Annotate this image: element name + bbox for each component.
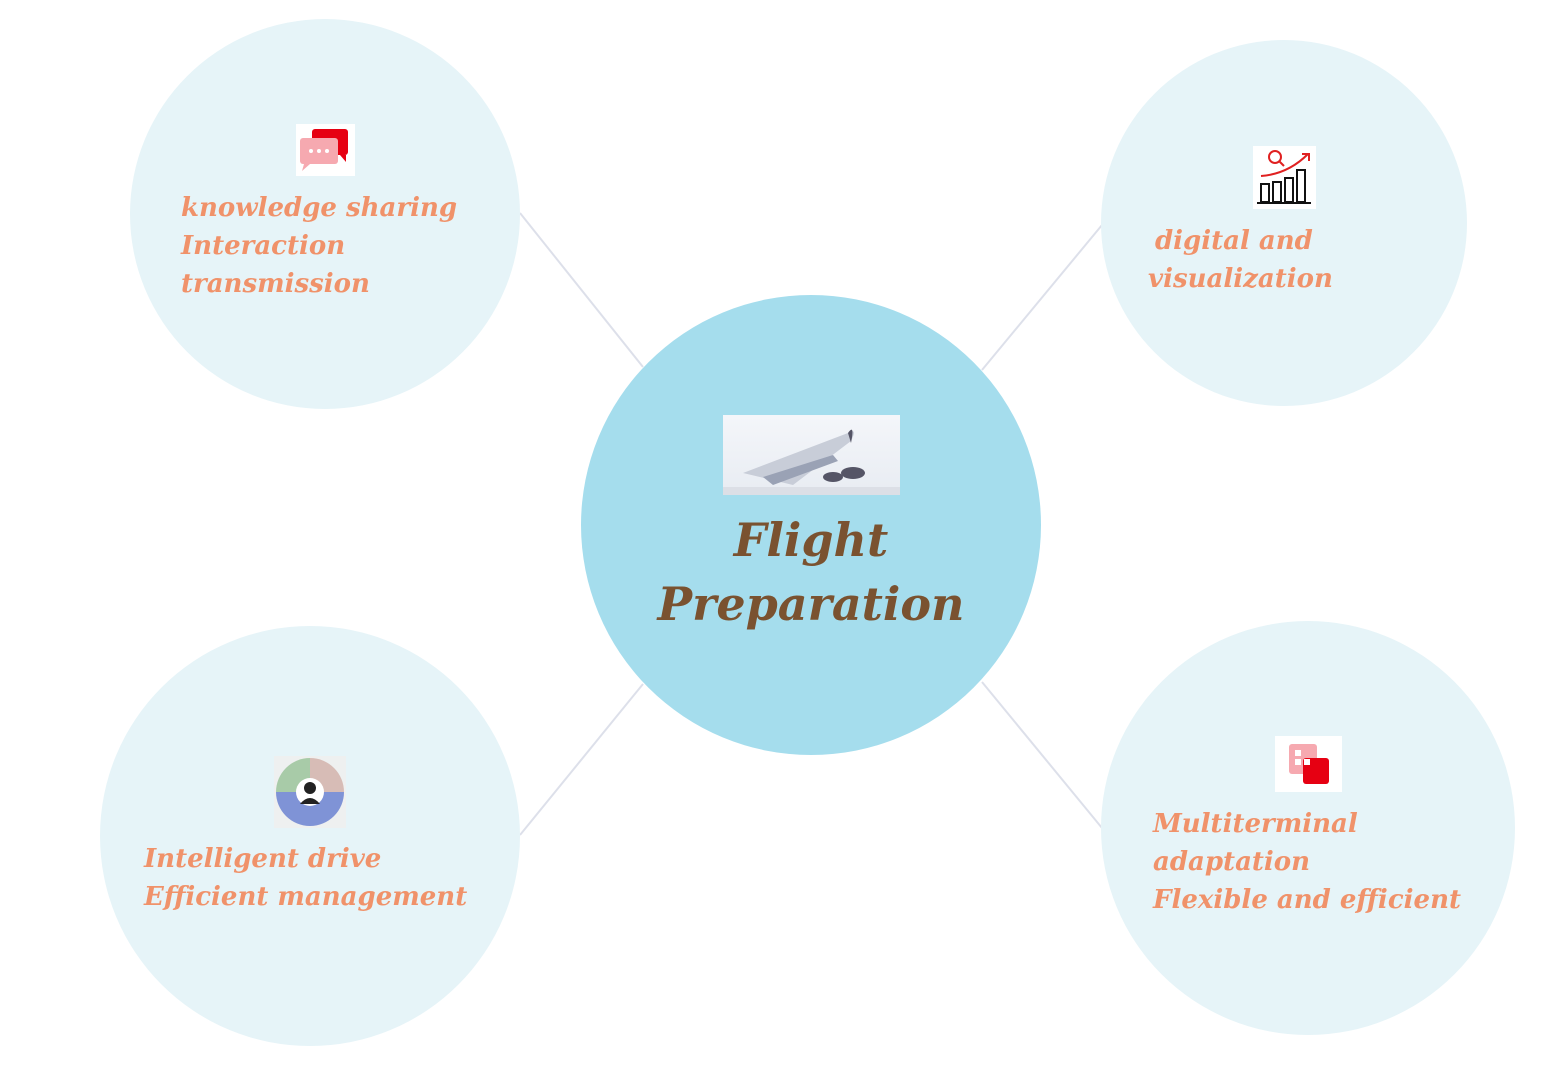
pie-wheel-icon	[274, 756, 346, 828]
node-line: transmission	[181, 269, 370, 299]
title-line: Preparation	[657, 577, 965, 631]
node-text: Multiterminal adaptation Flexible and ef…	[1153, 805, 1461, 919]
node-line: Efficient management	[144, 882, 468, 912]
node-text: digital and visualization	[1148, 222, 1333, 298]
multi-device-icon	[1275, 736, 1342, 792]
node-knowledge-sharing[interactable]	[130, 19, 520, 409]
node-digital-visualization[interactable]	[1101, 40, 1467, 406]
title-line: Flight	[733, 513, 889, 567]
link-top-left	[519, 212, 644, 368]
node-line: Intelligent drive	[144, 844, 382, 874]
node-line: adaptation	[1153, 847, 1311, 877]
node-line: Interaction	[181, 231, 346, 261]
node-line: Multiterminal	[1153, 809, 1358, 839]
node-intelligent-drive[interactable]	[100, 626, 520, 1046]
airplane-image	[723, 415, 900, 495]
node-line: digital and	[1155, 226, 1313, 256]
central-topic[interactable]	[581, 295, 1041, 755]
node-line: Flexible and efficient	[1153, 885, 1461, 915]
node-text: Intelligent drive Efficient management	[144, 840, 467, 916]
link-bottom-left	[519, 683, 644, 836]
central-title: Flight Preparation	[581, 508, 1041, 636]
chart-growth-icon	[1253, 146, 1316, 209]
node-line: knowledge sharing	[181, 193, 458, 223]
node-multiterminal[interactable]	[1101, 621, 1515, 1035]
node-text: knowledge sharing Interaction transmissi…	[181, 189, 457, 303]
link-bottom-right	[981, 681, 1103, 829]
node-line: visualization	[1148, 264, 1333, 294]
link-top-right	[981, 224, 1103, 371]
chat-bubbles-icon	[296, 124, 355, 176]
